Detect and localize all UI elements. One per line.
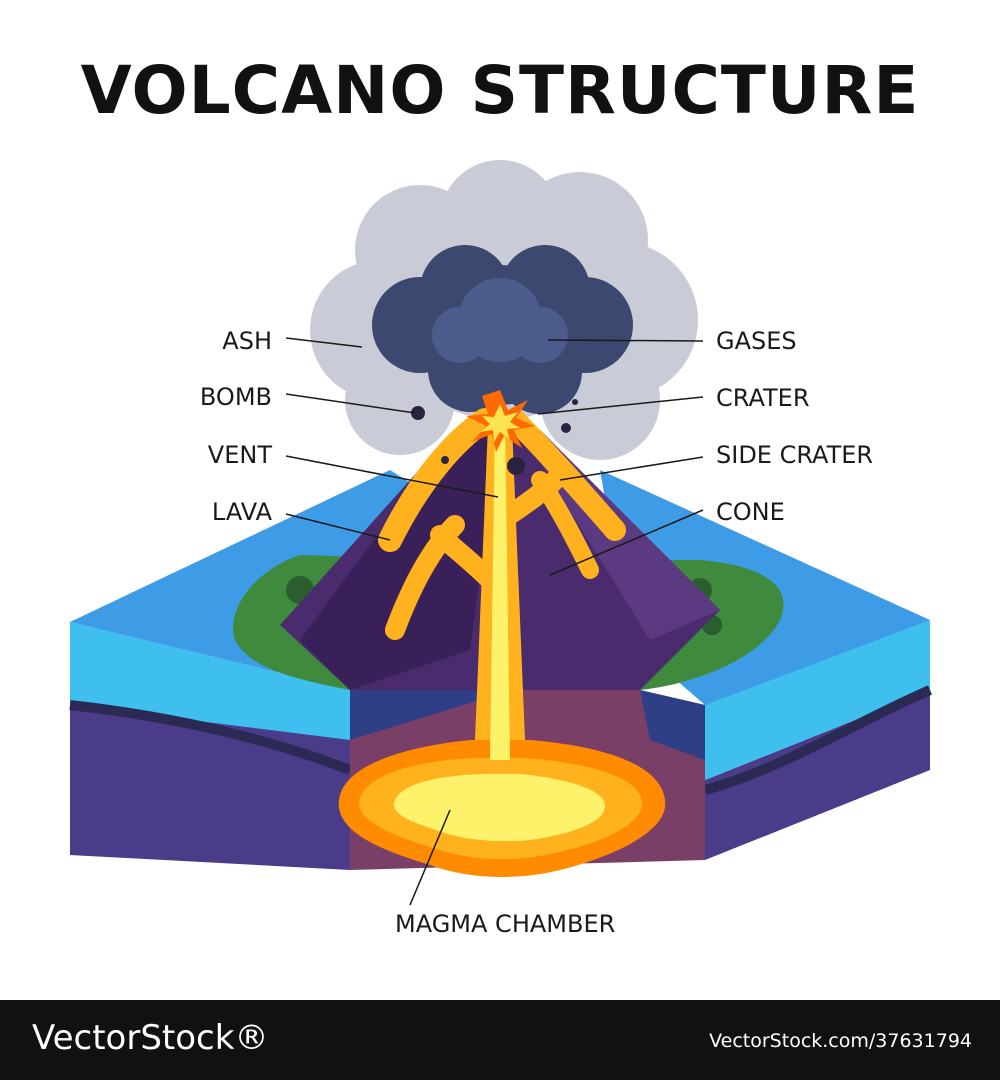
cone-leader (549, 509, 704, 576)
gas-cloud-inner (432, 278, 568, 363)
magma-chamber-leader (409, 809, 451, 906)
brand-logo: VectorStock® (32, 1018, 269, 1058)
right-layer-line (703, 685, 932, 795)
label-bomb: BOMB (199, 383, 272, 411)
ash-leader (285, 337, 363, 348)
bomb-rock (411, 406, 425, 420)
watermark-footer: VectorStock® VectorStock.com/37631794 (0, 1000, 1000, 1080)
vent-leader (285, 455, 499, 498)
left-bedrock-side (70, 690, 350, 870)
volcano-diagram (69, 160, 932, 906)
bomb-leader (285, 393, 416, 414)
crust-dark-band-right (640, 690, 705, 760)
lava-flow-right (504, 409, 626, 541)
label-magma-chamber: MAGMA CHAMBER (395, 910, 616, 938)
main-vent-core (490, 425, 510, 760)
bomb-rock (572, 399, 578, 405)
crater-leader (537, 396, 704, 415)
label-lava: LAVA (211, 498, 272, 526)
leader-lines (285, 337, 704, 906)
volcano-cone-shade (300, 430, 500, 690)
crater-burst-core (480, 404, 520, 442)
label-side-crater: SIDE CRATER (716, 441, 874, 469)
lava-flow-left (378, 408, 497, 552)
label-gases: GASES (716, 327, 797, 355)
right-bedrock-side (705, 690, 930, 860)
label-ash: ASH (222, 327, 272, 355)
gases-leader (547, 339, 704, 342)
side-crater-leader (559, 456, 704, 481)
label-cone: CONE (716, 498, 785, 526)
label-crater: CRATER (716, 384, 810, 412)
bomb-rock (441, 456, 449, 464)
left-layer-line (69, 700, 352, 775)
lava-leader (285, 513, 391, 541)
page-title: VOLCANO STRUCTURE (80, 52, 920, 129)
side-crater-rock (507, 457, 525, 475)
label-vent: VENT (207, 441, 272, 469)
magma-chamber-core (393, 774, 605, 842)
bomb-rock (561, 423, 571, 433)
image-id: VectorStock.com/37631794 (709, 1030, 972, 1052)
right-water-side (705, 620, 930, 780)
